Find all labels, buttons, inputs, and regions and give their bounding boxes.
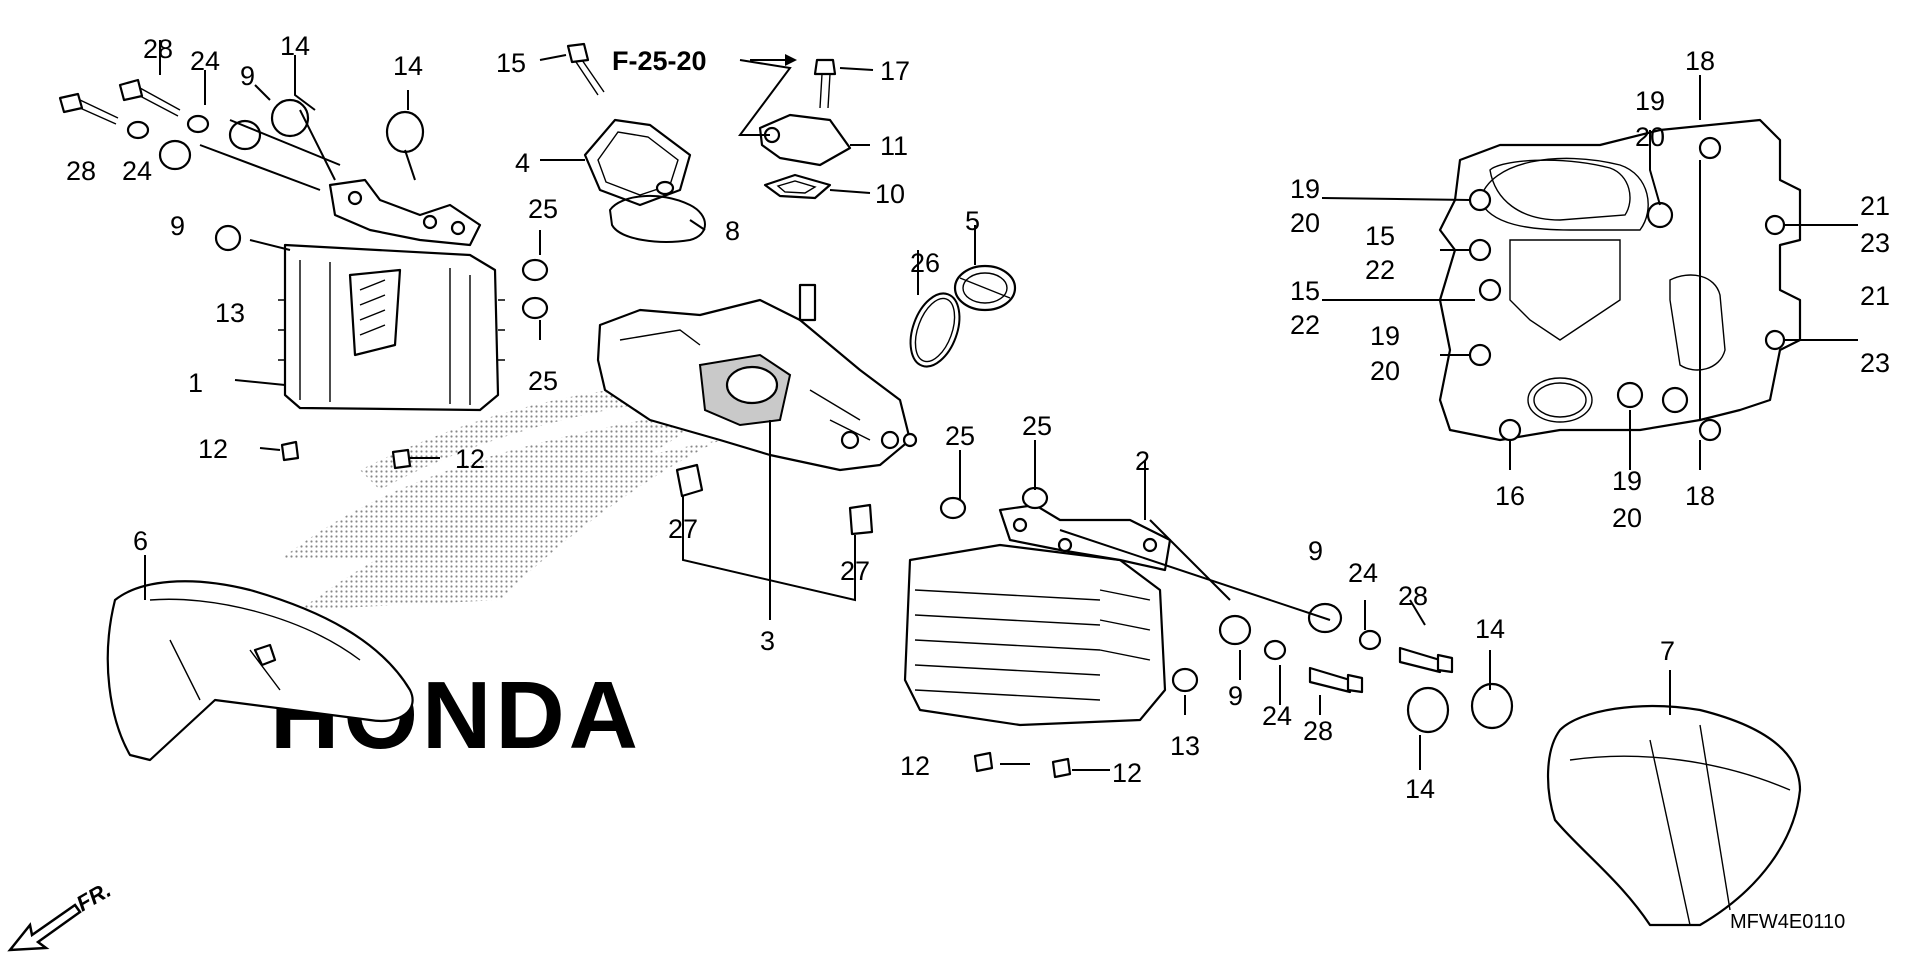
callout-27: 27	[668, 514, 698, 544]
callout-26: 26	[910, 248, 940, 278]
honda-watermark: HONDA	[270, 380, 720, 769]
callout-23: 23	[1860, 228, 1890, 258]
callout-25: 25	[528, 194, 558, 224]
callout-27: 27	[840, 556, 870, 586]
part-15-bolt	[566, 42, 605, 96]
small-parts-right	[939, 486, 1514, 779]
part-2-rear-cylinder-cover	[903, 503, 1172, 727]
callout-25: 25	[528, 366, 558, 396]
part-26-o-ring	[909, 292, 961, 368]
callout-28: 28	[1303, 716, 1333, 746]
callout-15: 15	[1365, 221, 1395, 251]
callout-14: 14	[1475, 614, 1505, 644]
part-8-gasket	[608, 194, 706, 243]
callout-18: 18	[1685, 46, 1715, 76]
callout-24: 24	[122, 156, 152, 186]
callout-28: 28	[143, 34, 173, 64]
small-parts-left	[58, 78, 549, 470]
part-17-bolt	[813, 58, 837, 109]
part-5-cap	[953, 264, 1017, 312]
callout-11: 11	[880, 131, 908, 161]
part-gasket-plate	[1438, 118, 1802, 442]
callout-19: 19	[1370, 321, 1400, 351]
part-1-front-cylinder-cover	[278, 243, 505, 412]
callout-25: 25	[1022, 411, 1052, 441]
leader-lines	[144, 40, 1858, 771]
callout-24: 24	[1262, 701, 1292, 731]
callout-20: 20	[1635, 122, 1665, 152]
callout-12: 12	[198, 434, 228, 464]
callout-2: 2	[1135, 446, 1150, 476]
callout-19: 19	[1290, 174, 1320, 204]
part-1-bracket	[328, 178, 482, 247]
callout-12: 12	[900, 751, 930, 781]
callout-9: 9	[170, 211, 185, 241]
callout-1: 1	[188, 368, 203, 398]
front-direction-indicator: FR.	[7, 877, 115, 952]
callout-16: 16	[1495, 481, 1525, 511]
callout-12: 12	[455, 444, 485, 474]
callouts: 28 24 9 14 14 28 24 9 13 25 25 1 12 12 1…	[66, 31, 1890, 804]
callout-9: 9	[1228, 681, 1243, 711]
callout-8: 8	[725, 216, 740, 246]
callout-10: 10	[875, 179, 905, 209]
callout-22: 22	[1365, 255, 1395, 285]
callout-14: 14	[280, 31, 310, 61]
reference-label: F-25-20	[612, 46, 707, 76]
callout-21: 21	[1860, 191, 1890, 221]
callout-20: 20	[1290, 208, 1320, 238]
callout-7: 7	[1660, 636, 1675, 666]
drawing-code: MFW4E0110	[1730, 911, 1845, 933]
part-10-gasket	[763, 173, 832, 200]
callout-6: 6	[133, 526, 148, 556]
callout-15: 15	[1290, 276, 1320, 306]
callout-25: 25	[945, 421, 975, 451]
callout-4: 4	[515, 148, 530, 178]
callout-22: 22	[1290, 310, 1320, 340]
callout-15: 15	[496, 48, 526, 78]
part-7-side-cover	[1547, 705, 1802, 927]
callout-24: 24	[190, 46, 220, 76]
callout-13: 13	[215, 298, 245, 328]
part-6-side-cover	[106, 580, 414, 762]
callout-9: 9	[240, 61, 255, 91]
callout-14: 14	[393, 51, 423, 81]
part-3-cylinder-head	[596, 283, 918, 472]
callout-28: 28	[66, 156, 96, 186]
callout-23: 23	[1860, 348, 1890, 378]
reference-arrow: F-25-20	[612, 46, 797, 76]
callout-21: 21	[1860, 281, 1890, 311]
callout-20: 20	[1612, 503, 1642, 533]
callout-28: 28	[1398, 581, 1428, 611]
callout-18: 18	[1685, 481, 1715, 511]
callout-9: 9	[1308, 536, 1323, 566]
callout-13: 13	[1170, 731, 1200, 761]
part-11-bracket	[758, 113, 852, 167]
callout-5: 5	[965, 206, 980, 236]
callout-17: 17	[880, 56, 910, 86]
callout-14: 14	[1405, 774, 1435, 804]
callout-12: 12	[1112, 758, 1142, 788]
callout-3: 3	[760, 626, 775, 656]
callout-19: 19	[1635, 86, 1665, 116]
callout-19: 19	[1612, 466, 1642, 496]
callout-24: 24	[1348, 558, 1378, 588]
part-4-cover	[583, 118, 692, 207]
callout-20: 20	[1370, 356, 1400, 386]
part-27-dowels	[675, 463, 874, 536]
